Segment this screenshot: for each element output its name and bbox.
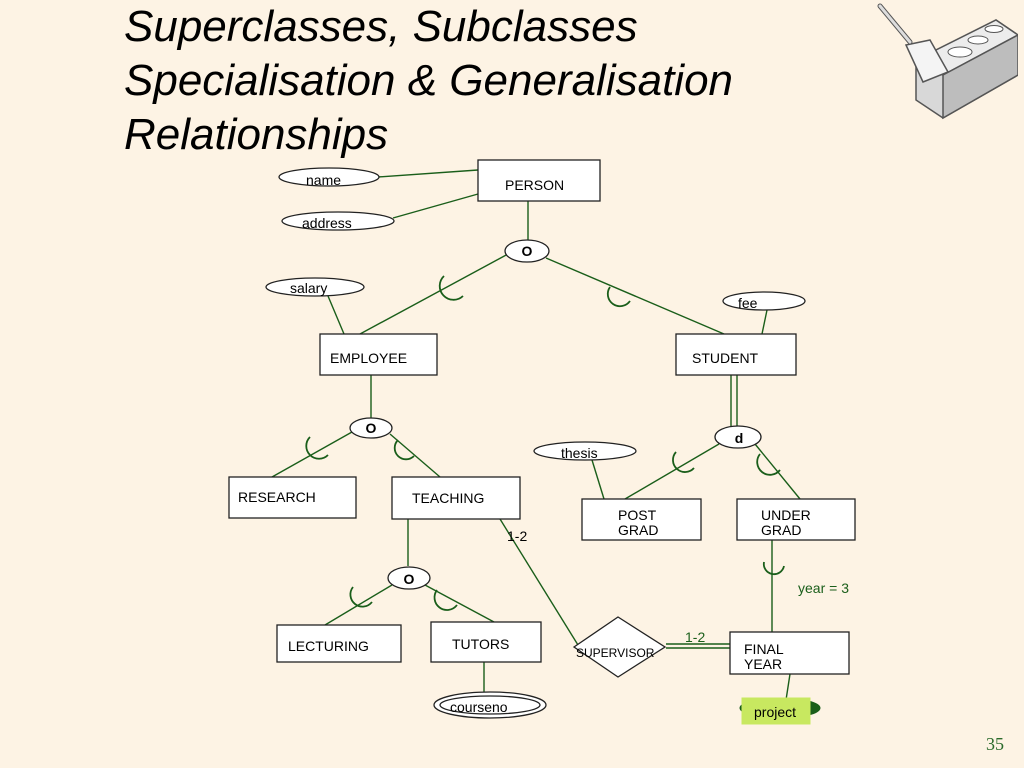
label-attr-salary: salary [290, 280, 327, 296]
label-post-grad-line2: GRAD [618, 522, 658, 538]
spec-mark-student: d [735, 430, 744, 446]
attr-salary-ellipse [265, 277, 365, 297]
label-final-year-line2: YEAR [744, 656, 782, 672]
spec-circle-student [714, 425, 762, 449]
relationship-supervisor-diamond [572, 616, 667, 678]
label-final-year-line1: FINAL [744, 641, 784, 657]
title-line-1: Superclasses, Subclasses [124, 2, 638, 51]
page-number: 35 [986, 734, 1004, 754]
attr-fee-ellipse [722, 291, 806, 311]
label-attr-address: address [302, 215, 352, 231]
spec-mark-person: O [522, 243, 533, 259]
label-lecturing: LECTURING [288, 638, 369, 654]
label-supervisor: SUPERVISOR [576, 646, 655, 660]
entity-final-year [729, 631, 850, 675]
label-research: RESEARCH [238, 489, 316, 505]
entity-research [228, 476, 357, 519]
annotation-final-year-cardinality: 1-2 [685, 629, 705, 645]
label-attr-courseno: courseno [450, 699, 508, 715]
spec-circle-teaching [387, 566, 431, 590]
label-tutors: TUTORS [452, 636, 509, 652]
label-under-grad-line1: UNDER [761, 507, 811, 523]
label-attr-fee: fee [738, 295, 758, 311]
subset-arcs [305, 275, 785, 611]
trowel-brick-logo-icon [877, 3, 1018, 120]
label-employee: EMPLOYEE [330, 350, 407, 366]
annotation-teaching-cardinality: 1-2 [507, 528, 527, 544]
label-student: STUDENT [692, 350, 759, 366]
attr-courseno-inner-ellipse [439, 695, 541, 715]
title-line-2: Specialisation & Generalisation [124, 56, 734, 105]
spec-mark-employee: O [366, 420, 377, 436]
title-line-3: Relationships [124, 110, 389, 159]
entity-post-grad [581, 498, 702, 541]
entity-person [477, 159, 601, 202]
entity-under-grad [736, 498, 856, 541]
entity-teaching [391, 476, 521, 520]
entity-employee [319, 333, 438, 376]
spec-circle-employee [349, 417, 393, 439]
label-attr-thesis: thesis [561, 445, 598, 461]
spec-mark-teaching: O [404, 571, 415, 587]
attr-project-label-bg [741, 697, 811, 725]
label-attr-project: project [754, 704, 796, 720]
entity-student [675, 333, 797, 376]
spec-circle-person [504, 239, 550, 263]
attr-address-ellipse [281, 211, 395, 231]
label-teaching: TEACHING [412, 490, 484, 506]
slide-title: Superclasses, Subclasses Specialisation … [124, 0, 733, 162]
label-attr-name: name [306, 172, 341, 188]
label-post-grad-line1: POST [618, 507, 657, 523]
attr-thesis-ellipse [533, 441, 637, 461]
label-under-grad-line2: GRAD [761, 522, 801, 538]
label-person: PERSON [505, 177, 564, 193]
annotation-predicate: year = 3 [798, 580, 849, 596]
entity-tutors [430, 621, 542, 663]
attr-name-ellipse [278, 167, 380, 187]
entity-lecturing [276, 624, 402, 663]
